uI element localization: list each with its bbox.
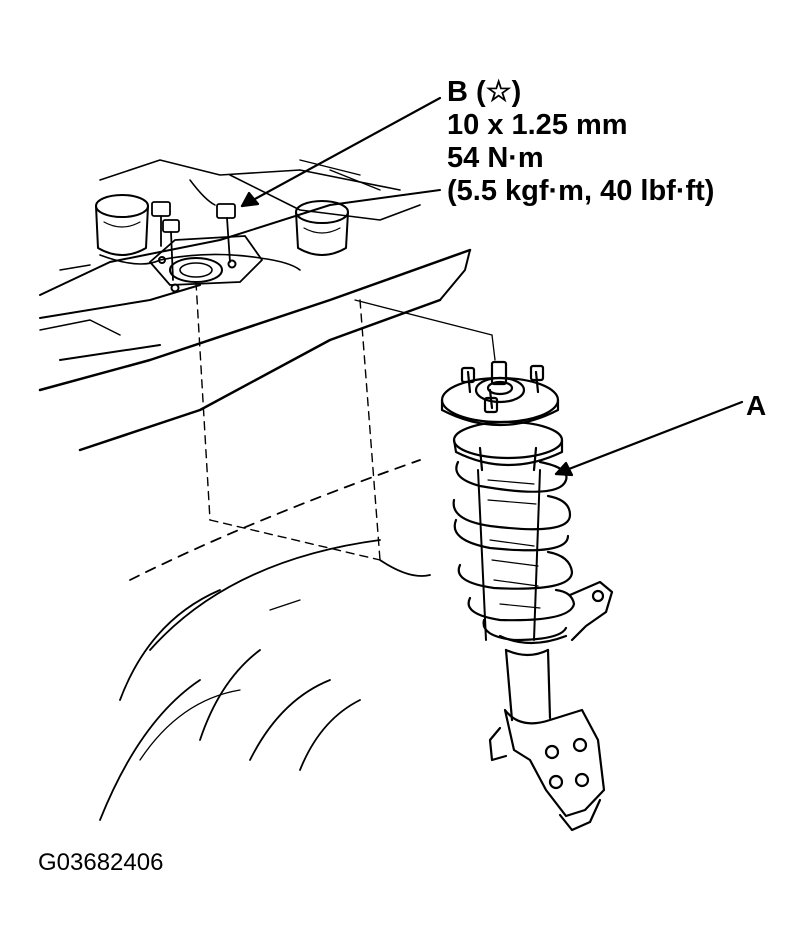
figure-code: G03682406 [38,849,164,876]
callout-b-torque: 54 N·m [447,142,544,174]
wheel-well [100,460,430,820]
callout-b-label: B (☆) [447,76,522,108]
guide-lines-solid [355,300,495,360]
alignment-guides [196,282,380,560]
vehicle-body [40,160,470,450]
leader-line-b [242,98,440,206]
strut-assembly [442,362,612,830]
mounting-nut-left [152,202,179,280]
callout-b-torque-alt: (5.5 kgf·m, 40 lbf·ft) [447,175,715,207]
leader-line-a [556,402,742,475]
callout-b-thread-size: 10 x 1.25 mm [447,109,628,141]
mounting-nut-right [217,204,235,262]
callout-a-label: A [746,390,767,421]
